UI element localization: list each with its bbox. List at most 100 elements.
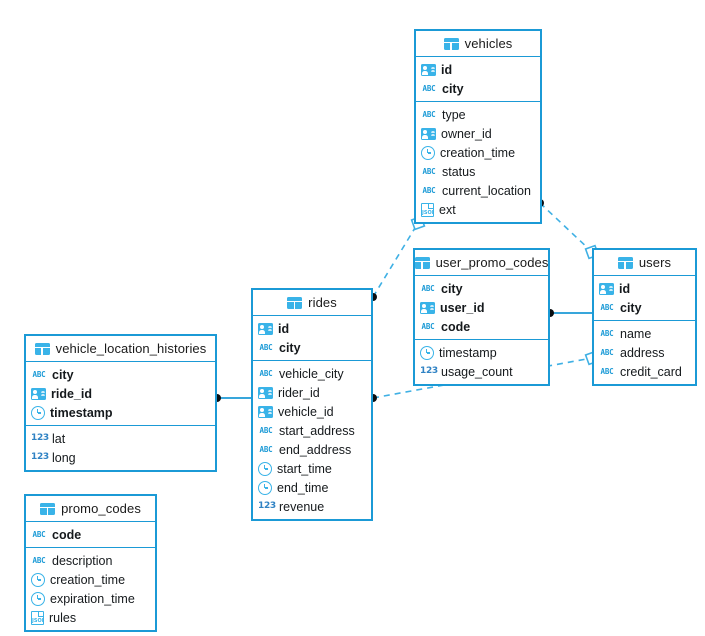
column-label: usage_count	[441, 364, 513, 379]
123-icon: 123	[31, 433, 49, 443]
column-row-end_time[interactable]: end_time	[253, 478, 371, 497]
column-row-description[interactable]: ABC description	[26, 551, 155, 570]
column-label: timestamp	[50, 405, 113, 420]
column-row-creation_time[interactable]: creation_time	[26, 570, 155, 589]
column-label: lat	[52, 431, 66, 446]
column-row-rules[interactable]: JSONrules	[26, 608, 155, 627]
table-header-promo_codes[interactable]: promo_codes	[26, 496, 155, 522]
abc-icon: ABC	[422, 186, 436, 195]
table-header-user_promo_codes[interactable]: user_promo_codes	[414, 250, 549, 276]
uuid-icon	[599, 282, 614, 295]
table-header-users[interactable]: users	[594, 250, 695, 276]
column-label: city	[279, 340, 301, 355]
clock-icon	[421, 145, 435, 160]
column-row-timestamp[interactable]: timestamp	[415, 343, 548, 362]
uuid-icon	[258, 405, 273, 418]
column-row-current_location[interactable]: ABC current_location	[416, 181, 540, 200]
abc-icon: ABC	[259, 445, 273, 454]
table-grid-icon	[34, 342, 50, 355]
abc-icon: ABC	[32, 530, 46, 539]
column-label: credit_card	[620, 364, 682, 379]
table-title: user_promo_codes	[435, 255, 549, 270]
uuid-icon	[31, 387, 46, 400]
table-header-rides[interactable]: rides	[253, 290, 371, 316]
column-row-ext[interactable]: JSONext	[416, 200, 540, 219]
column-row-start_time[interactable]: start_time	[253, 459, 371, 478]
column-label: ext	[439, 202, 456, 217]
uuid-icon	[258, 386, 273, 399]
uuid-icon	[421, 63, 436, 76]
table-title: rides	[308, 295, 337, 310]
column-row-vehicle_id[interactable]: vehicle_id	[253, 402, 371, 421]
relationship-vlh-rides[interactable]	[213, 394, 251, 402]
column-row-id[interactable]: id	[253, 319, 371, 338]
column-label: description	[52, 553, 113, 568]
column-label: city	[441, 281, 463, 296]
column-row-rider_id[interactable]: rider_id	[253, 383, 371, 402]
clock-icon	[258, 461, 272, 476]
table-title: users	[638, 255, 672, 270]
clock-icon	[31, 572, 45, 587]
column-label: rider_id	[278, 385, 320, 400]
column-label: owner_id	[441, 126, 492, 141]
table-grid-icon	[40, 502, 56, 515]
column-row-creation_time[interactable]: creation_time	[416, 143, 540, 162]
column-label: expiration_time	[50, 591, 135, 606]
table-header-vehicles[interactable]: vehicles	[416, 31, 540, 57]
column-label: user_id	[440, 300, 485, 315]
table-header-vehicle_location_histories[interactable]: vehicle_location_histories	[26, 336, 215, 362]
column-row-credit_card[interactable]: ABC credit_card	[594, 362, 695, 381]
column-label: current_location	[442, 183, 531, 198]
column-row-timestamp[interactable]: timestamp	[26, 403, 215, 422]
123-icon: 123	[420, 366, 438, 376]
column-label: type	[442, 107, 466, 122]
clock-icon	[420, 345, 434, 360]
column-row-user_id[interactable]: user_id	[415, 298, 548, 317]
json-icon: JSON	[31, 610, 44, 625]
table-grid-icon	[414, 256, 430, 269]
column-row-id[interactable]: id	[416, 60, 540, 79]
column-row-ride_id[interactable]: ride_id	[26, 384, 215, 403]
column-label: status	[442, 164, 476, 179]
column-label: creation_time	[50, 572, 126, 587]
abc-icon: ABC	[600, 367, 614, 376]
abc-icon: ABC	[32, 370, 46, 379]
column-row-owner_id[interactable]: owner_id	[416, 124, 540, 143]
table-title: vehicle_location_histories	[55, 341, 207, 356]
column-row-expiration_time[interactable]: expiration_time	[26, 589, 155, 608]
column-row-id[interactable]: id	[594, 279, 695, 298]
column-label: id	[278, 321, 290, 336]
clock-icon	[31, 405, 45, 420]
abc-icon: ABC	[32, 556, 46, 565]
column-label: city	[442, 81, 464, 96]
relationship-upc-users[interactable]	[546, 309, 592, 317]
column-label: end_time	[277, 480, 329, 495]
